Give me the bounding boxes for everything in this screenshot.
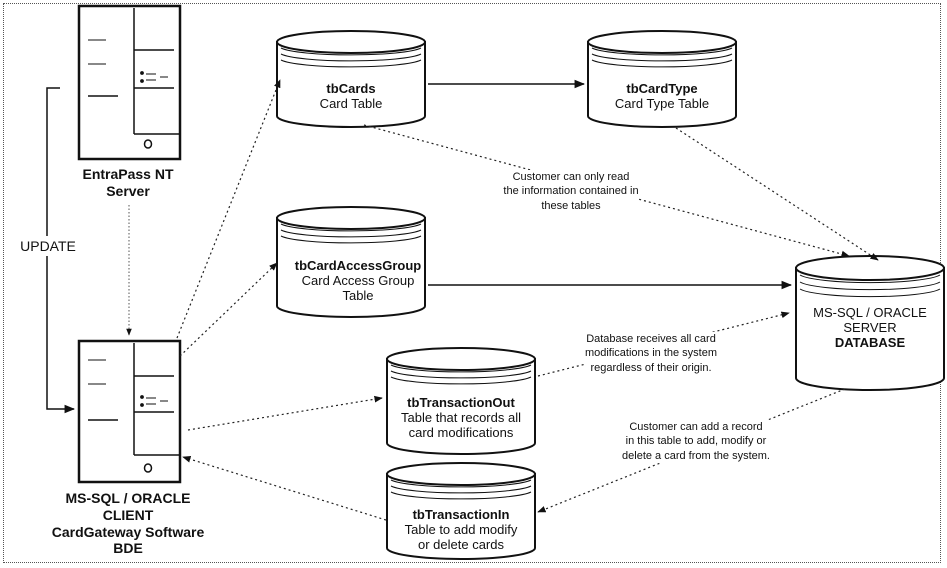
- entrapass-line1: EntraPass NT: [82, 166, 174, 182]
- tbtransactionin-desc1: Table to add modify: [404, 521, 518, 537]
- client-line3: CardGateway Software: [51, 523, 205, 540]
- readonly-note-line: the information contained in: [503, 185, 639, 198]
- client-line4: BDE: [113, 540, 143, 557]
- client-to-tbcards-arrow: [176, 79, 281, 339]
- tbtransactionout-desc1: Table that records all: [401, 409, 521, 425]
- entrapass-line2: Server: [106, 182, 150, 199]
- receives-note: Database receives all card modifications…: [584, 332, 718, 375]
- tbcardaccessgroup-name: tbCardAccessGroup: [294, 258, 422, 273]
- tbtransactionin-name: tbTransactionIn: [412, 507, 510, 522]
- readonly-note: Customer can only read the information c…: [503, 170, 639, 213]
- client-line2: CLIENT: [102, 506, 154, 523]
- entrapass-server-icon: [77, 4, 182, 161]
- readonly-note-line: Customer can only read: [512, 171, 630, 183]
- add-record-note: Customer can add a record in this table …: [622, 420, 770, 463]
- tbcards-name: tbCards: [326, 81, 376, 96]
- receives-note-line: modifications in the system: [584, 347, 718, 360]
- cylinder-tbtransactionin: [386, 462, 536, 560]
- tbcardaccessgroup-label: tbCardAccessGroup Card Access Group Tabl…: [294, 258, 422, 304]
- client-server-icon: [77, 339, 182, 484]
- client-server-label: MS-SQL / ORACLE CLIENT CardGateway Softw…: [52, 490, 205, 557]
- tbcardtype-label: tbCardType Card Type Table: [614, 81, 710, 112]
- tbtransactionin-desc2: or delete cards: [417, 536, 504, 552]
- receives-note-line: regardless of their origin.: [590, 361, 712, 374]
- cylinder-tbcards: [276, 30, 426, 128]
- client-to-tbtransactionout-arrow: [187, 395, 383, 431]
- receives-note-line: Database receives all card: [586, 333, 716, 345]
- tbcardaccessgroup-desc1: Card Access Group: [301, 272, 415, 288]
- update-label: UPDATE: [20, 236, 76, 257]
- add-record-note-line: in this table to add, modify or: [625, 435, 767, 448]
- tbcardtype-desc: Card Type Table: [614, 95, 710, 111]
- entrapass-server-label: EntraPass NT Server: [82, 166, 173, 200]
- tbtransactionout-name: tbTransactionOut: [407, 395, 515, 410]
- add-record-note-line: Customer can add a record: [629, 421, 763, 433]
- add-record-note-line: delete a card from the system.: [622, 449, 770, 462]
- client-to-tbcardaccessgroup-arrow: [179, 262, 278, 357]
- readonly-note-line: these tables: [541, 199, 601, 212]
- tbtransactionout-label: tbTransactionOut Table that records all …: [401, 395, 521, 441]
- tbcardaccessgroup-desc2: Table: [342, 287, 374, 303]
- tbtransactionin-label: tbTransactionIn Table to add modify or d…: [404, 507, 518, 553]
- database-label: MS-SQL / ORACLE SERVER DATABASE: [813, 305, 927, 351]
- client-line1: MS-SQL / ORACLE: [65, 490, 191, 506]
- cardtype-to-database-arrow: [675, 127, 879, 261]
- cylinder-tbcardtype: [587, 30, 737, 128]
- database-line2: SERVER: [843, 319, 897, 335]
- cylinder-tbtransactionout: [386, 347, 536, 455]
- database-line3: DATABASE: [834, 334, 906, 350]
- tbcards-desc: Card Table: [319, 95, 383, 111]
- cylinder-database: [795, 255, 945, 391]
- tbtransactionin-to-client-arrow: [182, 456, 387, 521]
- tbtransactionout-desc2: card modifications: [408, 424, 514, 440]
- cylinder-tbcardaccessgroup: [276, 206, 426, 318]
- database-line1: MS-SQL / ORACLE: [813, 305, 927, 320]
- tbcards-label: tbCards Card Table: [319, 81, 383, 112]
- tbtransactionout-to-database-arrow: [537, 311, 790, 377]
- tbcardtype-name: tbCardType: [626, 81, 698, 96]
